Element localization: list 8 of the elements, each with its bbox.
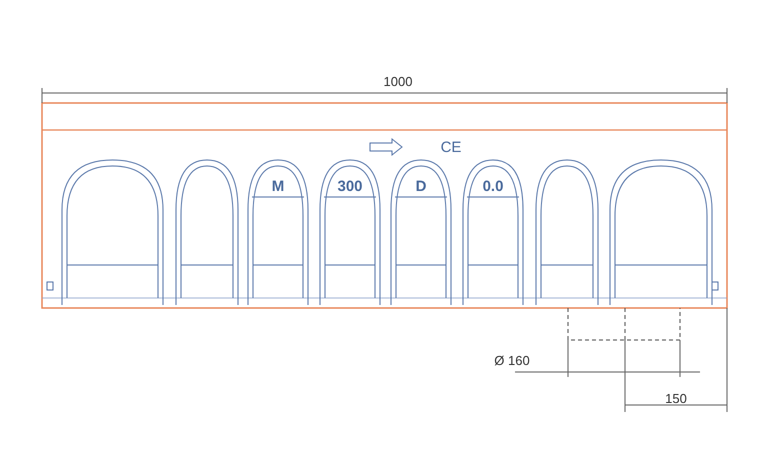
channel-marking: 0.0 <box>482 177 504 197</box>
dimension-label: 150 <box>664 390 688 408</box>
channel-marking: M <box>270 177 286 197</box>
channel-marking: D <box>414 177 428 197</box>
channel-marking: 300 <box>336 177 364 197</box>
dimension-label: Ø 160 <box>493 352 531 370</box>
conformity-mark: CE <box>440 138 462 158</box>
dimension-label: 1000 <box>382 73 414 91</box>
